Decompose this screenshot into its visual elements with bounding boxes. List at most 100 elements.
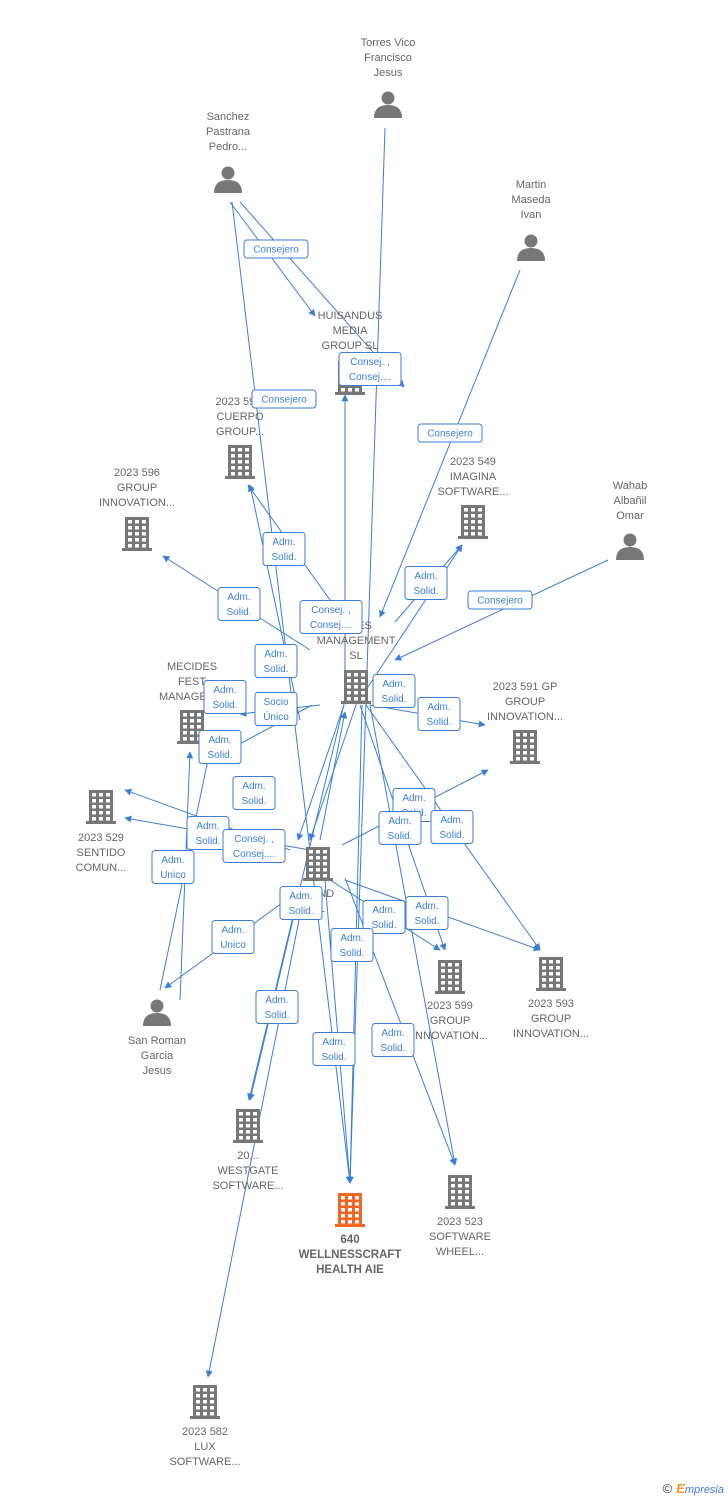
node-label-line: Ivan — [521, 209, 542, 221]
company-node-imagina[interactable]: 2023 549IMAGINASOFTWARE... — [437, 456, 509, 539]
relation-label[interactable]: Consejero — [251, 389, 317, 409]
edge — [394, 559, 609, 661]
building-icon — [190, 1385, 220, 1419]
relation-label[interactable]: Adm.Solid. — [312, 1032, 356, 1066]
relation-text: Socio — [263, 697, 288, 708]
relation-label[interactable]: Adm.Solid. — [405, 896, 449, 930]
relation-label[interactable]: Consejero — [467, 590, 533, 610]
node-label-line: Jesus — [374, 67, 403, 79]
relation-text: Adm. — [414, 571, 437, 582]
relation-label[interactable]: Adm.Solid. — [186, 816, 230, 850]
node-label-line: San Roman — [128, 1035, 186, 1047]
company-node-westgate[interactable]: 20...WESTGATESOFTWARE... — [212, 1109, 284, 1192]
company-node-g599[interactable]: 2023 599GROUPINNOVATION... — [412, 960, 488, 1042]
relation-text: Solid. — [381, 694, 406, 705]
building-icon — [458, 505, 488, 539]
relation-text: Adm. — [322, 1037, 345, 1048]
relation-label[interactable]: Adm.Solid. — [371, 1023, 415, 1057]
building-icon — [510, 730, 540, 764]
relation-text: Solid. — [426, 717, 451, 728]
relation-label[interactable]: Adm.Solid. — [279, 886, 323, 920]
relation-label[interactable]: Consej. ,Consej.... — [222, 829, 286, 863]
building-icon — [445, 1175, 475, 1209]
relation-text: Adm. — [242, 781, 265, 792]
relation-label[interactable]: Adm.Solid. — [217, 587, 261, 621]
relation-label[interactable]: Adm.Solid. — [362, 900, 406, 934]
edge — [247, 484, 301, 721]
node-label-line: Omar — [616, 510, 644, 522]
relation-label[interactable]: Adm.Solid. — [255, 990, 299, 1024]
company-node-g596[interactable]: 2023 596GROUPINNOVATION... — [99, 467, 175, 551]
relation-label[interactable]: Adm. Solid. — [372, 674, 416, 708]
relation-label[interactable]: Adm. Solid. — [198, 730, 242, 764]
relation-text: Consejero — [261, 395, 307, 406]
relation-label[interactable]: Adm. Solid. — [404, 566, 448, 600]
node-label-line: 2023 591 GP — [493, 681, 558, 693]
relation-text: Adm. — [208, 735, 231, 746]
node-label-line: Garcia — [141, 1050, 174, 1062]
relation-label[interactable]: Adm.Solid. — [254, 644, 298, 678]
node-label-line: 2023 523 — [437, 1216, 483, 1228]
company-node-lux[interactable]: 2023 582LUXSOFTWARE... — [169, 1385, 241, 1468]
relation-text: Adm. — [289, 891, 312, 902]
node-label-line: 2023 529 — [78, 832, 124, 844]
company-node-g591[interactable]: 2023 591 GPGROUPINNOVATION... — [487, 681, 563, 764]
node-label-line: 2023 549 — [450, 456, 496, 468]
person-node-sanchez[interactable]: SanchezPastranaPedro... — [206, 111, 251, 193]
node-label-line: Francisco — [364, 52, 412, 64]
relation-label[interactable]: Adm.Solid. — [378, 811, 422, 845]
node-label-line: IMAGINA — [450, 471, 497, 483]
relation-text: Adm. — [372, 905, 395, 916]
relation-text: Consejero — [477, 596, 523, 607]
relation-text: Solid. — [339, 948, 364, 959]
building-icon — [122, 517, 152, 551]
company-node-wheel[interactable]: 2023 523SOFTWAREWHEEL... — [429, 1175, 491, 1258]
relation-text: Unico — [220, 940, 246, 951]
relation-label[interactable]: Consej. ,Consej.... — [299, 600, 363, 634]
relation-text: Solid. — [207, 750, 232, 761]
relation-text: Adm. — [382, 679, 405, 690]
node-label-line: 2023 599 — [427, 1000, 473, 1012]
relation-label[interactable]: Consej. ,Consej.... — [338, 352, 402, 386]
edge — [346, 127, 386, 1184]
node-label-line: SOFTWARE... — [169, 1456, 240, 1468]
edge — [319, 711, 348, 841]
edge — [229, 201, 316, 317]
relation-label[interactable]: Adm.Solid. — [330, 928, 374, 962]
relation-label[interactable]: Adm.Solid. — [417, 697, 461, 731]
node-label-line: 2023 582 — [182, 1426, 228, 1438]
relation-label[interactable]: Consejero — [417, 423, 483, 443]
relation-text: Adm. — [440, 815, 463, 826]
relation-text: Solid. — [413, 586, 438, 597]
relation-text: Adm. — [265, 995, 288, 1006]
relation-label[interactable]: Adm.Solid. — [430, 810, 474, 844]
node-label-line: MANAGEMENT — [317, 635, 396, 647]
relation-label[interactable]: Adm.Unico — [151, 850, 195, 884]
node-label-line: WHEEL... — [436, 1246, 484, 1258]
person-icon — [214, 166, 242, 193]
relation-label[interactable]: Consejero — [243, 239, 309, 259]
node-label-line: SOFTWARE... — [212, 1180, 283, 1192]
node-label-line: Torres Vico — [361, 37, 416, 49]
relation-label[interactable]: Adm.Solid. — [262, 532, 306, 566]
empresia-logo[interactable]: Empresia — [676, 1481, 724, 1496]
relation-text: Solid. — [271, 552, 296, 563]
edge — [379, 269, 521, 618]
relation-text: Solid. — [212, 700, 237, 711]
relation-label[interactable]: Adm.Unico — [211, 920, 255, 954]
relation-text: Consejero — [253, 245, 299, 256]
relation-label[interactable]: Adm.Solid. — [232, 776, 276, 810]
company-node-sentido[interactable]: 2023 529SENTIDOCOMUN... — [76, 790, 127, 874]
relation-text: Adm. — [388, 816, 411, 827]
relation-label[interactable]: Adm.Solid. — [203, 680, 247, 714]
building-icon — [86, 790, 116, 824]
building-icon — [536, 957, 566, 991]
company-node-g593[interactable]: 2023 593GROUPINNOVATION... — [513, 957, 589, 1040]
